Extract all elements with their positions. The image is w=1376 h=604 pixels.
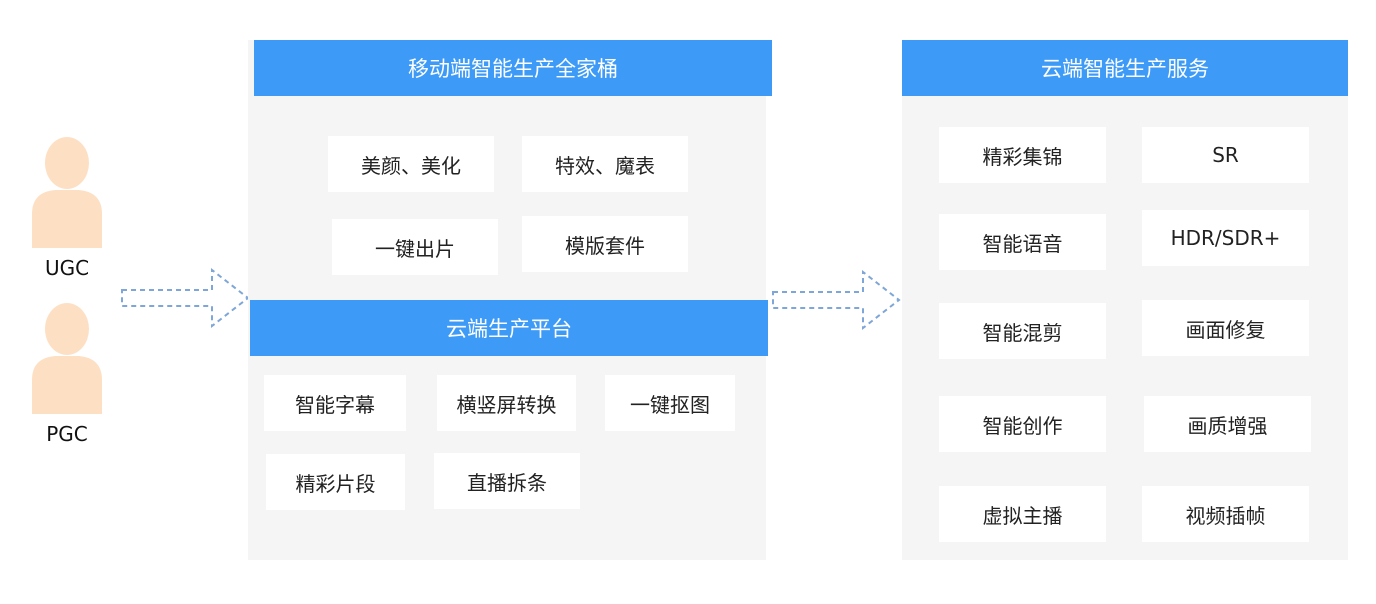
platform-item-live-clip: 直播拆条 <box>434 453 580 509</box>
platform-item-highlights: 精彩片段 <box>266 454 405 510</box>
output-arrow-icon <box>772 269 901 331</box>
platform-item-orientation: 横竖屏转换 <box>437 375 576 431</box>
ugc-person-icon <box>32 137 102 248</box>
mobile-item-beauty: 美颜、美化 <box>328 136 494 192</box>
service-item-highlights: 精彩集锦 <box>939 127 1106 183</box>
service-item-sr: SR <box>1142 127 1309 183</box>
service-item-enhancement: 画质增强 <box>1144 396 1311 452</box>
pgc-label: PGC <box>46 422 88 446</box>
platform-item-subtitles: 智能字幕 <box>264 375 406 431</box>
mobile-item-template-kit: 模版套件 <box>522 216 688 272</box>
cloud-services-header: 云端智能生产服务 <box>902 40 1348 96</box>
service-item-virtual-host: 虚拟主播 <box>939 486 1106 542</box>
service-item-creation: 智能创作 <box>939 396 1106 452</box>
service-item-hdr-sdr: HDR/SDR+ <box>1142 210 1309 266</box>
platform-item-matting: 一键抠图 <box>605 375 735 431</box>
input-arrow-icon <box>121 267 250 329</box>
mobile-item-effects: 特效、魔表 <box>522 136 688 192</box>
service-item-restoration: 画面修复 <box>1142 300 1309 356</box>
service-item-frame-interp: 视频插帧 <box>1142 486 1309 542</box>
mobile-item-one-click-video: 一键出片 <box>332 219 498 275</box>
pgc-person-icon <box>32 303 102 414</box>
mobile-suite-header: 移动端智能生产全家桶 <box>254 40 772 96</box>
service-item-mix-cut: 智能混剪 <box>939 303 1106 359</box>
ugc-label: UGC <box>44 256 90 280</box>
cloud-platform-header: 云端生产平台 <box>250 300 768 356</box>
service-item-voice: 智能语音 <box>939 214 1106 270</box>
